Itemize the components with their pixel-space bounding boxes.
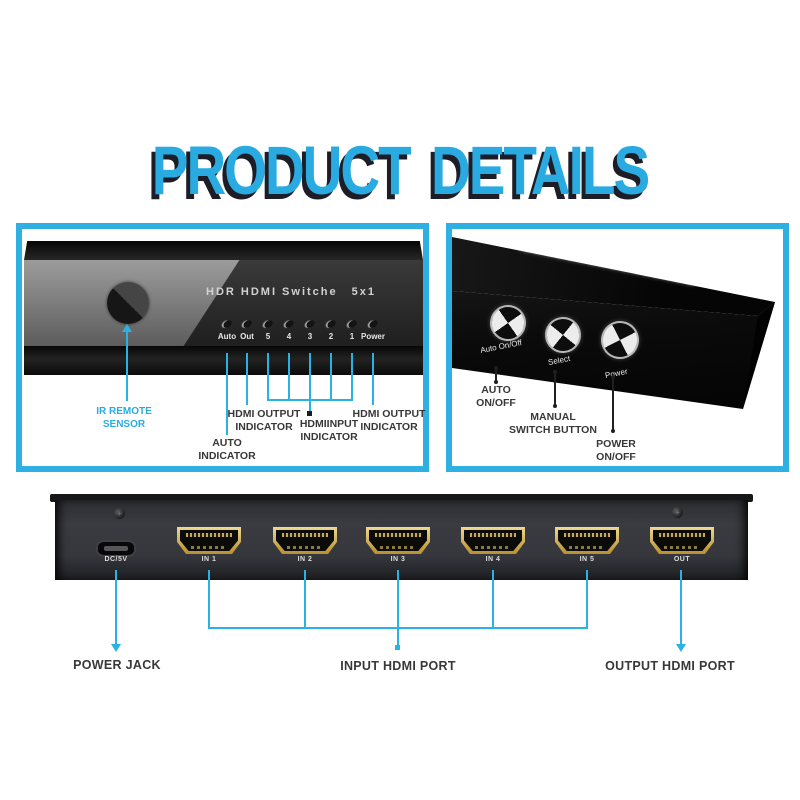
callout-line-in4: [492, 570, 494, 629]
callout-dot: [611, 429, 615, 433]
device-bottom-edge: [24, 346, 423, 375]
switcher-front-view: HDR HDMI Switche 5x1 Auto Out 5 4 3 2 1 P…: [24, 241, 423, 375]
port-label-in4: IN 4: [485, 556, 501, 563]
screw-icon: +: [114, 508, 125, 519]
callout-dot: [307, 411, 312, 416]
callout-line-in5: [267, 353, 269, 401]
callout-output-hdmi-port: OUTPUT HDMI PORT: [605, 659, 735, 673]
callout-line-in2: [330, 353, 332, 401]
callout-line-out: [246, 353, 248, 405]
callout-line-in5: [586, 570, 588, 629]
callout-line-auto: [226, 353, 228, 435]
device-name-label: HDR HDMI Switche 5x1: [206, 286, 416, 298]
ir-sensor-icon: [107, 282, 149, 324]
arrow-up-icon: [122, 324, 132, 332]
callout-dot: [553, 370, 557, 374]
micro-usb-power-port: [96, 540, 136, 557]
callout-line-power: [372, 353, 374, 405]
callout-auto-onoff: AUTO ON/OFF: [476, 384, 516, 409]
hdmi-port-out: [650, 527, 714, 554]
device-top-edge: [24, 241, 423, 260]
hdmi-port-in5: [555, 527, 619, 554]
port-label-in3: IN 3: [390, 556, 406, 563]
callout-auto-indicator: AUTO INDICATOR: [198, 437, 256, 462]
callout-line-in1: [208, 570, 210, 629]
hdmi-port-in3: [366, 527, 430, 554]
port-label-in1: IN 1: [201, 556, 217, 563]
callout-ir-remote-sensor: IR REMOTE SENSOR: [96, 406, 152, 430]
arrow-down-icon: [111, 644, 121, 652]
hdmi-port-in2: [273, 527, 337, 554]
callout-dot: [553, 404, 557, 408]
led-label-5: 5: [265, 332, 271, 341]
arrow-down-icon: [676, 644, 686, 652]
callout-power-jack: POWER JACK: [73, 658, 161, 672]
led-label-4: 4: [286, 332, 292, 341]
port-label-in2: IN 2: [297, 556, 313, 563]
callout-line-select: [554, 373, 556, 405]
callout-dot: [611, 375, 615, 379]
led-label-1: 1: [349, 332, 355, 341]
callout-line-in3: [397, 570, 399, 629]
hdmi-port-in4: [461, 527, 525, 554]
callout-drop-inputs: [309, 399, 311, 412]
callout-line-power-jack: [115, 570, 117, 644]
led-label-power: Power: [360, 332, 385, 341]
callout-line-in1: [351, 353, 353, 401]
hdmi-port-in1: [177, 527, 241, 554]
brand-logo-blur: [519, 237, 701, 285]
callout-power-onoff: POWER ON/OFF: [596, 438, 636, 463]
callout-drop-inputs: [397, 627, 399, 646]
switcher-rear-view: + + DC/5V IN 1 IN 2 IN 3 IN 4 IN 5 OUT: [50, 494, 753, 580]
device-front-face: [24, 260, 423, 346]
rear-top-edge: [50, 494, 753, 502]
callout-manual-switch-button: MANUAL SWITCH BUTTON: [509, 411, 597, 436]
usb-tongue: [104, 546, 128, 551]
callout-line-ir: [126, 331, 128, 401]
callout-input-hdmi-port: INPUT HDMI PORT: [340, 659, 456, 673]
led-label-out: Out: [240, 332, 254, 341]
port-label-dc5v: DC/5V: [104, 556, 128, 563]
device-matrix-text: 5x1: [351, 286, 376, 298]
led-label-auto: Auto: [217, 332, 237, 341]
callout-dot: [395, 645, 400, 650]
callout-line-power-onoff: [612, 378, 614, 430]
callout-line-in2: [304, 570, 306, 629]
led-label-3: 3: [307, 332, 313, 341]
front-view-panel: HDR HDMI Switche 5x1 Auto Out 5 4 3 2 1 P…: [16, 223, 429, 472]
callout-line-in3: [309, 353, 311, 401]
callout-line-in4: [288, 353, 290, 401]
top-view-panel: Auto On/Off Select Power AUTO ON/OFF MAN…: [446, 223, 789, 472]
callout-hdmi-output-indicator-left: HDMI OUTPUT INDICATOR: [227, 408, 301, 433]
callout-hdmi-output-indicator-right: HDMI OUTPUT INDICATOR: [352, 408, 426, 433]
callout-line-output: [680, 570, 682, 644]
device-model-text: HDR HDMI Switche: [206, 286, 338, 298]
screw-icon: +: [672, 507, 683, 518]
callout-line-auto-onoff: [495, 369, 497, 381]
port-label-in5: IN 5: [579, 556, 595, 563]
callout-hdmi-input-indicator: HDMIINPUT INDICATOR: [299, 418, 359, 443]
page-title: PRODUCT DETAILS: [151, 131, 650, 209]
callout-dot: [494, 366, 498, 370]
led-label-2: 2: [328, 332, 334, 341]
port-label-out: OUT: [673, 556, 691, 563]
callout-dot: [494, 380, 498, 384]
